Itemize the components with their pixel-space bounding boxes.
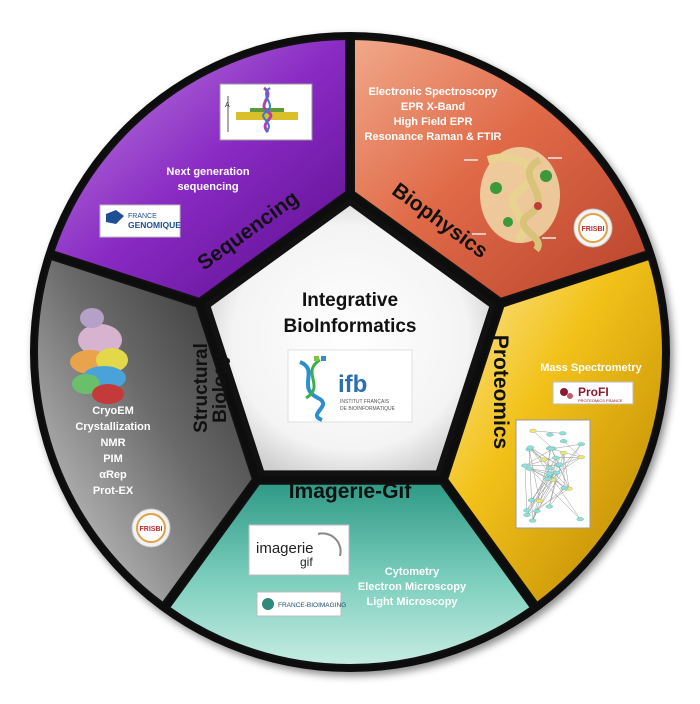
biophysics-item-2: EPR X-Band [401, 101, 465, 113]
frisbi-badge-biophysics: FRISBI [574, 209, 612, 247]
biophysics-item-3: High Field EPR [394, 116, 473, 128]
network-node [546, 505, 553, 509]
network-node [546, 466, 553, 470]
network-node [533, 509, 540, 513]
imagerie-gif-logo-text2: gif [300, 555, 313, 569]
network-node [560, 451, 567, 455]
proteomics-item-1: Mass Spectrometry [540, 362, 642, 374]
frisbi-badge-text-biophysics: FRISBI [582, 226, 605, 233]
structural-item-3: NMR [100, 437, 125, 449]
network-node [560, 439, 567, 443]
network-node [527, 446, 534, 450]
sequencing-item-2: sequencing [177, 181, 238, 193]
network-node [578, 442, 585, 446]
network-node [529, 429, 536, 433]
imagerie-item-3: Light Microscopy [366, 596, 458, 608]
ifb-logo-square2-icon [321, 356, 326, 361]
center-content: Integrative BioInformatics ifb INSTITUT … [283, 290, 416, 422]
profi-logo-subtext: PROTEOMICS FRANCE [578, 398, 623, 403]
center-title-line1: Integrative [302, 290, 398, 311]
network-node [523, 509, 530, 513]
network-node [546, 433, 553, 437]
network-node [526, 467, 533, 471]
profi-logo-mark-icon [560, 388, 568, 396]
frisbi-badge-text-structural: FRISBI [140, 526, 163, 533]
imagerie-title: Imagerie-Gif [289, 480, 413, 503]
structural-item-6: Prot-EX [93, 485, 134, 497]
network-node [528, 498, 535, 502]
france-genomique-logo-line2: GENOMIQUE [128, 220, 181, 230]
biophysics-item-4: Resonance Raman & FTIR [365, 131, 502, 143]
network-node [523, 513, 530, 517]
network-node [529, 519, 536, 523]
structural-item-5: αRep [99, 469, 127, 481]
network-node [577, 517, 584, 521]
imagerie-item-1: Cytometry [385, 566, 440, 578]
profi-logo-text: ProFI [578, 385, 609, 399]
network-node [553, 471, 560, 475]
structural-item-4: PIM [103, 453, 123, 465]
sequencing-item-1: Next generation [166, 166, 249, 178]
network-node [521, 464, 528, 468]
ifb-logo-sub1: INSTITUT FRANÇAIS [340, 399, 390, 405]
proteomics-title: Proteomics [489, 335, 512, 449]
network-node [559, 432, 566, 436]
france-bioimaging-logo-text: FRANCE-BIOIMAGING [278, 602, 346, 609]
network-node [561, 486, 568, 490]
network-node [578, 455, 585, 459]
center-title-line2: BioInformatics [283, 316, 416, 337]
structural-item-1: CryoEM [92, 405, 134, 417]
structural-item-2: Crystallization [75, 421, 150, 433]
imagerie-item-2: Electron Microscopy [358, 581, 467, 593]
network-node [544, 477, 551, 481]
ifb-logo-square-icon [314, 356, 319, 361]
flowcell-plate [236, 112, 298, 120]
ifb-logo-text: ifb [338, 371, 367, 398]
structural-title-line1: Structural [191, 343, 212, 433]
france-bioimaging-logo-mark-icon [262, 598, 274, 610]
ifb-logo-sub2: DE BIOINFORMATIQUE [340, 406, 396, 412]
network-node [548, 447, 555, 451]
frisbi-badge-structural: FRISBI [132, 509, 170, 547]
france-genomique-logo-line1: FRANCE [128, 213, 157, 220]
network-node [536, 499, 543, 503]
network-node [556, 463, 563, 467]
network-node [552, 456, 559, 460]
network-node [540, 458, 547, 462]
structural-title-line2: Biology [210, 353, 231, 423]
biophysics-item-1: Electronic Spectroscopy [369, 86, 499, 98]
diagram-letter: A [225, 102, 230, 109]
network-node [546, 472, 553, 476]
profi-logo-mark-dot-icon [567, 393, 573, 399]
